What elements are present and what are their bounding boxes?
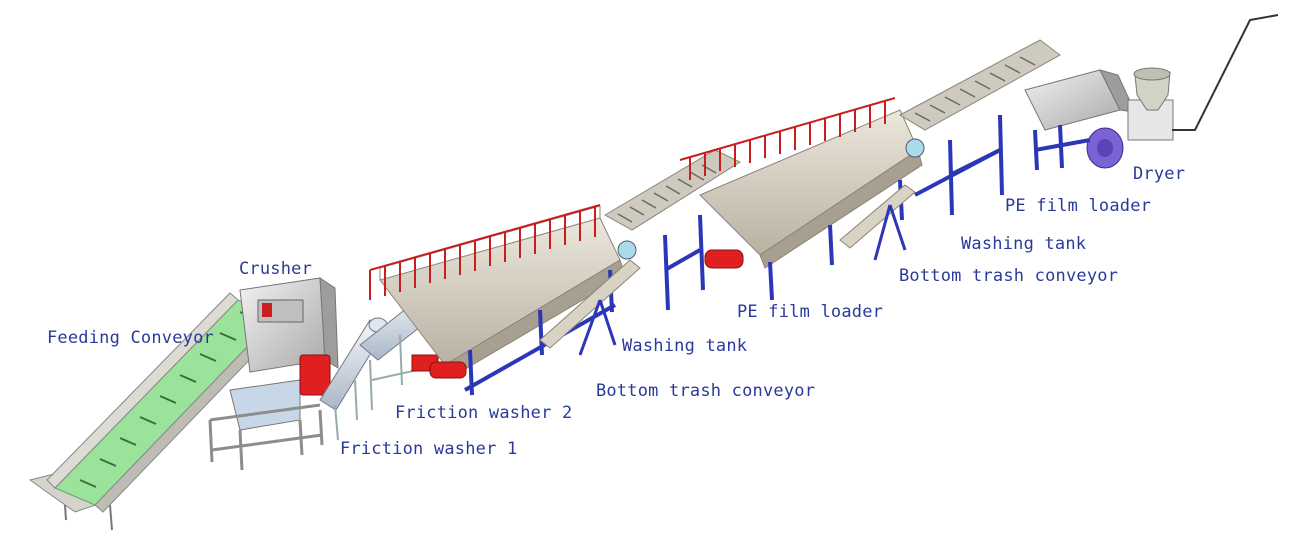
washing-tank-2 bbox=[680, 98, 922, 300]
label-pe-film-loader-2: PE film loader bbox=[1005, 196, 1151, 216]
label-friction-washer-1: Friction washer 1 bbox=[340, 439, 517, 459]
pe-film-loader-2 bbox=[900, 40, 1060, 215]
label-crusher: Crusher bbox=[239, 259, 312, 279]
pe-film-loader-1 bbox=[605, 150, 743, 310]
label-feeding-conveyor: Feeding Conveyor bbox=[47, 328, 214, 348]
label-washing-tank-1: Washing tank bbox=[622, 336, 747, 356]
label-washing-tank-2: Washing tank bbox=[961, 234, 1086, 254]
label-bottom-trash-conveyor-2: Bottom trash conveyor bbox=[899, 266, 1118, 286]
label-pe-film-loader-1: PE film loader bbox=[737, 302, 883, 322]
label-friction-washer-2: Friction washer 2 bbox=[395, 403, 572, 423]
dryer bbox=[1025, 15, 1278, 170]
label-dryer: Dryer bbox=[1133, 164, 1185, 184]
label-bottom-trash-conveyor-1: Bottom trash conveyor bbox=[596, 381, 815, 401]
